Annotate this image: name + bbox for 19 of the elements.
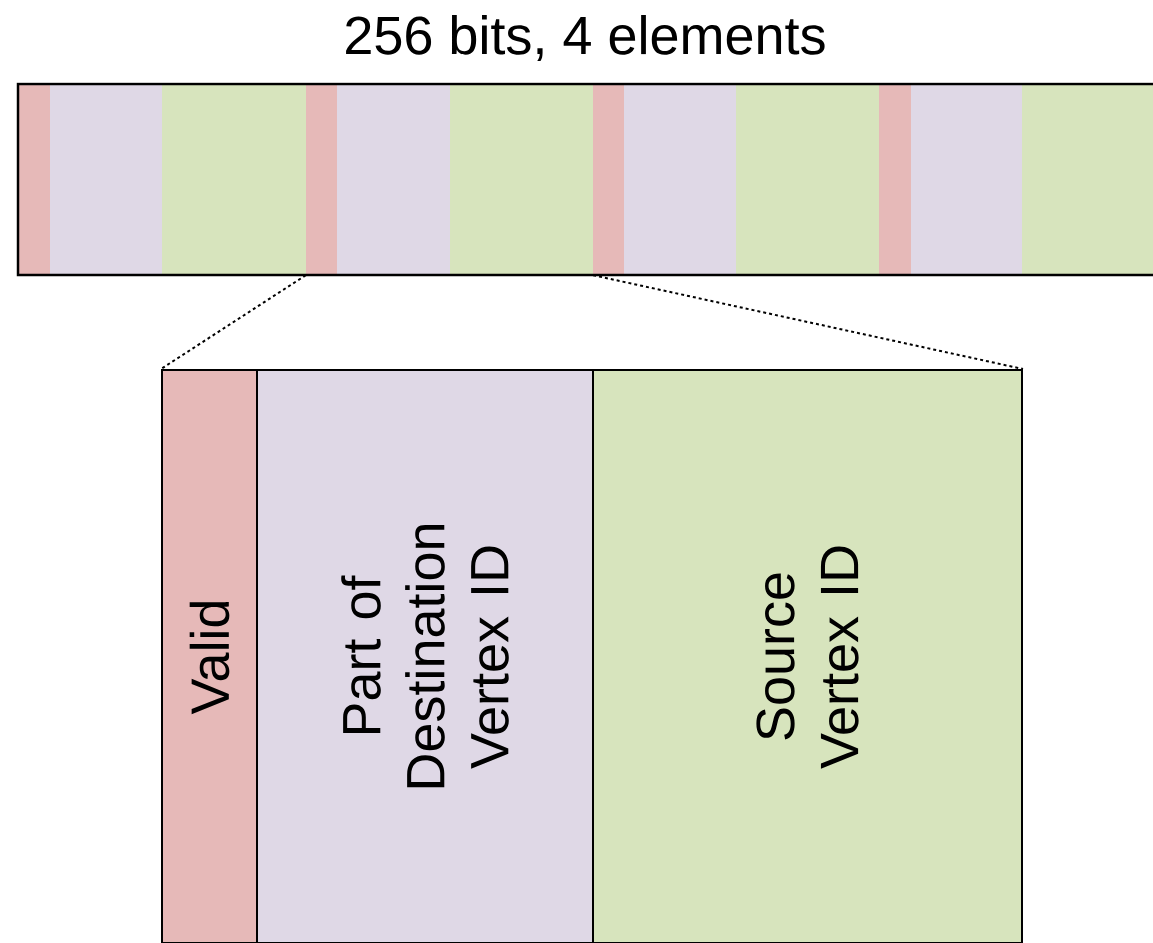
bit-segment	[50, 84, 162, 275]
bit-segment	[1022, 84, 1153, 275]
bit-segment	[593, 84, 624, 275]
bit-segment	[306, 84, 337, 275]
field-box: Valid	[161, 369, 258, 943]
bit-segment	[18, 84, 50, 275]
bit-segment	[450, 84, 593, 275]
title: 256 bits, 4 elements	[346, 15, 825, 61]
zoom-line	[160, 274, 307, 370]
zoom-line	[592, 274, 1024, 370]
field-box: Part of Destination Vertex ID	[256, 369, 594, 943]
bit-segment	[624, 84, 736, 275]
bit-segment	[911, 84, 1022, 275]
bit-segment	[879, 84, 911, 275]
bit-segment	[162, 84, 306, 275]
bit-segment	[736, 84, 879, 275]
bit-segment	[337, 84, 450, 275]
memory-bar	[16, 82, 1153, 277]
field-box: Source Vertex ID	[592, 369, 1023, 943]
